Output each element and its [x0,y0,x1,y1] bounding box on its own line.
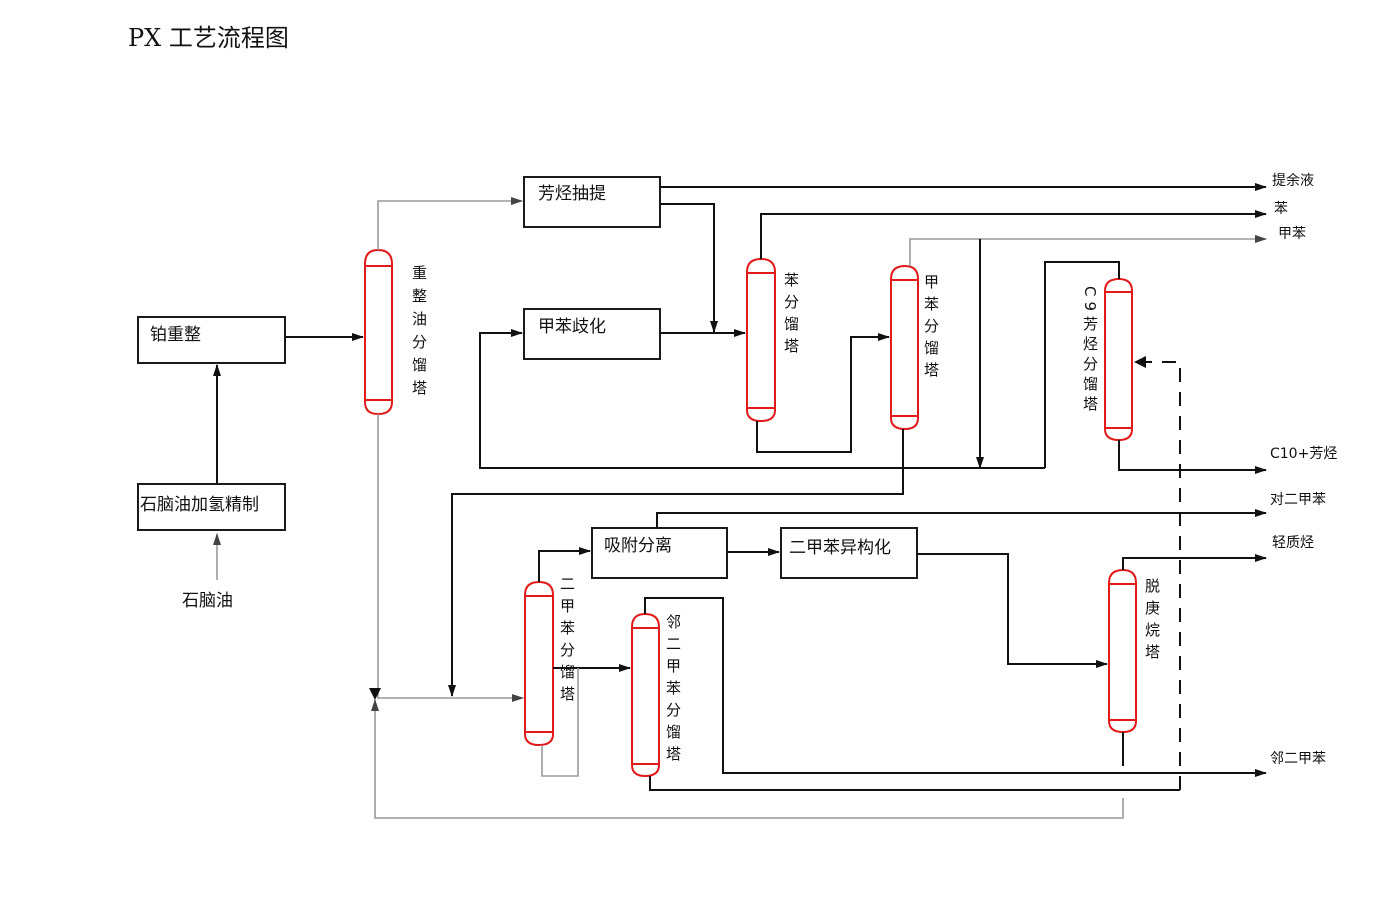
box-pt-reforming-label: 铂重整 [150,325,201,345]
label-xylene-column: 二甲苯分馏塔 [558,576,576,708]
junction-marker [369,688,381,700]
box-toluene-disproportionation: 甲苯歧化 [523,308,661,360]
flow-toluene [909,235,1267,266]
flow-toluene-bottoms [448,429,904,697]
column-reformate-fractionator [364,248,393,416]
output-toluene: 甲苯 [1278,225,1306,242]
output-benzene: 苯 [1274,200,1288,217]
flow-extraction-to-benzene-column [660,203,718,333]
box-adsorption-separation: 吸附分离 [591,527,728,579]
label-toluene-column: 甲苯分馏塔 [922,274,940,384]
column-xylene [524,580,554,747]
flow-benzene [760,210,1267,259]
flow-toluene-recycle [479,329,1045,469]
box-pt-reforming: 铂重整 [137,316,286,364]
flow-ox-overhead [644,597,1267,777]
output-orthoxylene: 邻二甲苯 [1270,750,1326,767]
box-xylene-isomerization: 二甲苯异构化 [780,527,918,579]
arrow-c9-feed [1134,356,1146,368]
flow-xylene-to-adsorption [538,547,591,582]
box-toluene-disproportionation-label: 甲苯歧化 [538,317,606,337]
flow-light-hydrocarbons [1122,554,1267,570]
box-xylene-isomerization-label: 二甲苯异构化 [789,538,891,558]
column-toluene [890,264,919,431]
box-naphtha-hydrotreating: 石脑油加氢精制 [137,483,286,531]
flow-recycle-return [371,699,1124,819]
column-orthoxylene [631,612,660,778]
flow-ox-bottoms [649,776,1180,791]
output-paraxylene: 对二甲苯 [1270,491,1326,508]
box-aromatics-extraction: 芳烃抽提 [523,176,661,228]
column-c9-aromatics [1104,277,1133,442]
flow-c10 [1118,440,1267,474]
box-adsorption-separation-label: 吸附分离 [604,536,672,556]
flow-benzene-bottoms [756,333,890,453]
flow-paraxylene [656,509,1267,528]
flow-c9-overhead [1044,261,1120,468]
label-reformate-fractionator: 重整油分馏塔 [410,265,428,403]
box-naphtha-hydrotreating-label: 石脑油加氢精制 [140,495,259,515]
box-aromatics-extraction-label: 芳烃抽提 [538,184,606,204]
label-orthoxylene-column: 邻二甲苯分馏塔 [664,614,682,768]
flow-fractionator-to-extraction [377,197,523,250]
flow-isomerization-to-deheptanizer [917,553,1108,668]
label-c9-column: C9芳烃分馏塔 [1081,286,1099,416]
output-raffinate: 提余液 [1272,172,1314,189]
label-benzene-column: 苯分馏塔 [782,272,800,360]
output-light-hydrocarbons: 轻质烃 [1272,535,1314,551]
column-deheptanizer [1108,568,1137,734]
column-benzene [746,257,776,423]
page-title: PX 工艺流程图 [128,24,289,52]
output-c10-aromatics: C10+芳烃 [1270,445,1337,462]
feed-label: 石脑油 [182,591,233,611]
flow-xylene-bottoms [541,668,579,777]
flow-fractionator-bottoms [377,414,524,702]
label-deheptanizer: 脱庚烷塔 [1143,578,1161,666]
flow-dashed-return [1134,361,1181,790]
